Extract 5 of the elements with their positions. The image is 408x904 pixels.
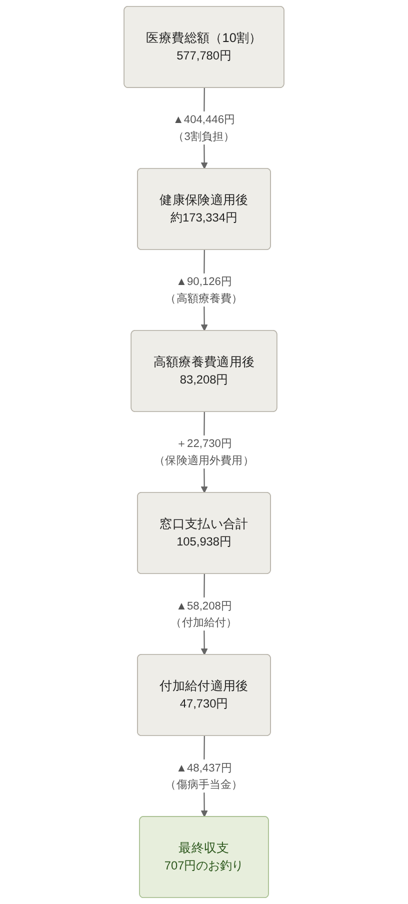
edge-label: ▲48,437円（傷病手当金） xyxy=(165,760,243,790)
edge-label: ▲90,126円（高額療養費） xyxy=(165,274,243,304)
edge-label: ▲58,208円（付加給付） xyxy=(170,598,238,628)
edge-label: ▲404,446円（3割負担） xyxy=(172,112,236,142)
edge-label: ＋22,730円（保険適用外費用） xyxy=(154,436,254,466)
